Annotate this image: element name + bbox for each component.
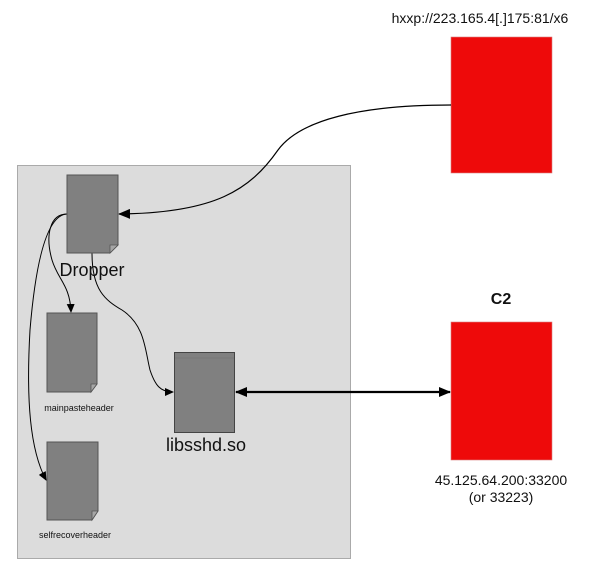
c2-alt-port: (or 33223) bbox=[469, 489, 534, 505]
download-server-label: hxxp://223.165.4[.]175:81/x6 bbox=[392, 10, 569, 26]
c2-address: 45.125.64.200:33200 bbox=[435, 472, 568, 488]
c2-server-box[interactable] bbox=[450, 321, 553, 461]
libsshd-label: libsshd.so bbox=[166, 435, 246, 455]
edge-dropper-to-libsshd bbox=[91, 252, 174, 396]
mainpasteheader-file-icon[interactable] bbox=[46, 312, 98, 394]
edge-download-to-dropper bbox=[118, 104, 452, 219]
edge-dropper-to-mainpasteheader bbox=[48, 213, 75, 313]
dropper-file-icon[interactable] bbox=[66, 174, 119, 254]
download-server-box[interactable] bbox=[450, 36, 553, 174]
dropper-label: Dropper bbox=[59, 260, 124, 280]
selfrecoverheader-label: selfrecoverheader bbox=[39, 530, 111, 540]
edge-dropper-to-selfrecoverheader bbox=[28, 213, 68, 481]
libsshd-file-icon[interactable] bbox=[174, 352, 235, 433]
c2-title: C2 bbox=[491, 291, 512, 308]
selfrecoverheader-file-icon[interactable] bbox=[46, 441, 99, 522]
mainpasteheader-label: mainpasteheader bbox=[44, 403, 114, 413]
